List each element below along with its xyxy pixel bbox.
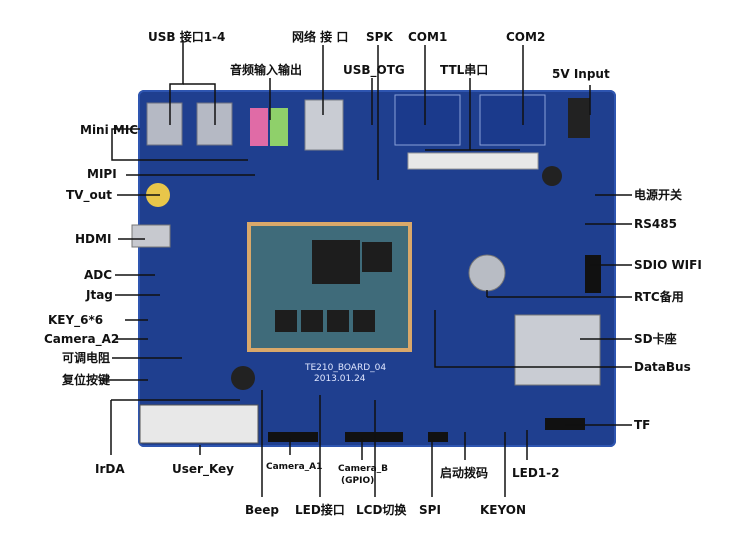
callout-adc: ADC — [84, 268, 113, 282]
usb-port-1 — [146, 102, 183, 146]
callout-mini-mic: Mini MIC — [80, 123, 139, 137]
callout-mipi: MIPI — [87, 167, 117, 181]
callout-audio: 音频输入输出 — [230, 63, 303, 77]
callout-boot-switch: 启动拨码 — [440, 466, 489, 480]
callout-jtag: Jtag — [86, 288, 113, 302]
callout-rtc: RTC备用 — [634, 290, 684, 304]
buzzer — [231, 366, 255, 390]
callout-camera-b-gpio: (GPIO) — [341, 476, 375, 486]
user-keys — [139, 404, 259, 444]
ttl-connectors — [407, 152, 539, 170]
callout-led-port: LED接口 — [295, 503, 345, 517]
callout-network: 网络 接 口 — [292, 30, 349, 44]
callout-keyon: KEYON — [480, 503, 527, 517]
callout-usb: USB 接口1-4 — [148, 30, 226, 44]
callout-rs485: RS485 — [634, 217, 677, 231]
callout-databus: DataBus — [634, 360, 691, 374]
audio-jack-green — [270, 108, 288, 146]
callout-spk: SPK — [366, 30, 393, 44]
callout-power-switch: 电源开关 — [634, 188, 683, 202]
callout-spi: SPI — [419, 503, 441, 517]
callout-reset: 复位按键 — [62, 373, 111, 387]
callout-beep: Beep — [245, 503, 280, 517]
callout-tf: TF — [634, 418, 651, 432]
cpu-chip — [312, 240, 360, 284]
silkscreen-line1: TE210_BOARD_04 — [305, 363, 387, 373]
capacitor — [542, 166, 562, 186]
callout-user-key: User_Key — [172, 462, 234, 476]
callout-potentiometer: 可调电阻 — [62, 351, 111, 365]
power-jack — [568, 98, 590, 138]
callout-camera-a2: Camera_A2 — [44, 332, 120, 346]
callout-camera-a1: Camera_A1 — [266, 462, 323, 472]
callout-ttl-serial: TTL串口 — [440, 63, 489, 77]
audio-jack-pink — [250, 108, 268, 146]
callout-lcd-switch: LCD切换 — [356, 503, 407, 517]
pmic-chip — [362, 242, 392, 272]
callout-led12: LED1-2 — [512, 466, 560, 480]
callout-sd-slot: SD卡座 — [634, 332, 677, 346]
callout-camera-b: Camera_B — [338, 464, 389, 474]
callout-com1: COM1 — [408, 30, 448, 44]
callout-com2: COM2 — [506, 30, 546, 44]
callout-usb-otg: USB_OTG — [343, 63, 405, 77]
callout-sdio-wifi: SDIO WIFI — [634, 258, 702, 272]
callout-5v-input: 5V Input — [552, 67, 610, 81]
sd-slot — [514, 314, 601, 386]
callout-tv-out: TV_out — [66, 188, 112, 202]
com1-port — [394, 94, 461, 146]
ethernet-jack — [304, 99, 344, 151]
silkscreen-line2: 2013.01.24 — [314, 374, 366, 384]
callout-irda: IrDA — [95, 462, 125, 476]
callout-key: KEY_6*6 — [48, 313, 104, 327]
callout-hdmi: HDMI — [75, 232, 112, 246]
hdmi-port — [131, 224, 171, 248]
com2-port — [479, 94, 546, 146]
